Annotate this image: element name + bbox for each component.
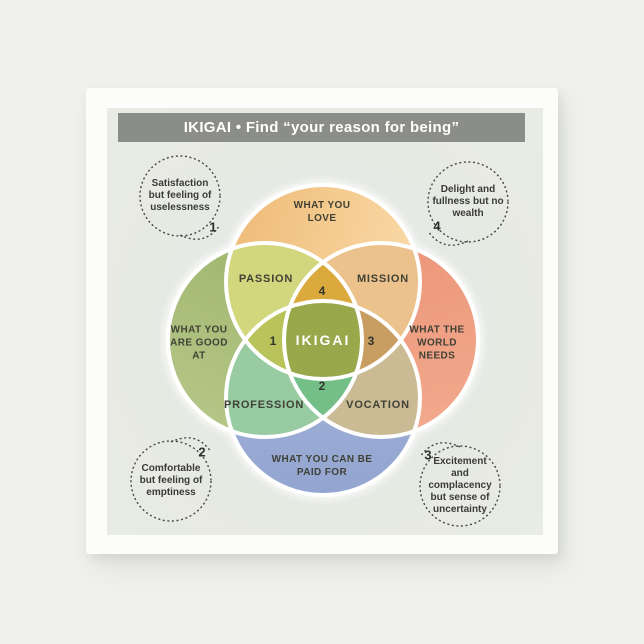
label-line: WORLD	[417, 337, 457, 349]
label-line: AT	[192, 350, 206, 362]
label-line: NEEDS	[418, 350, 456, 362]
label-profession: PROFESSION	[223, 399, 305, 411]
label-what-you-are-good-at: WHAT YOU ARE GOOD AT	[170, 324, 228, 363]
callout-text-line: Excitement	[433, 456, 487, 467]
callout-text-line: uncertainty	[433, 504, 487, 515]
callout-text-line: but feeling of	[148, 190, 212, 201]
region-lens-3	[284, 301, 420, 379]
callout-tail	[170, 437, 212, 453]
label-mission: MISSION	[356, 273, 410, 285]
callout-number: 4	[433, 218, 441, 234]
lens-number-3: 3	[367, 334, 375, 348]
label-line: PAID FOR	[296, 467, 348, 478]
callout-bubble-4: Delight and fullness but no wealth 4	[413, 147, 523, 257]
label-line: LOVE	[307, 213, 337, 224]
label-what-you-can-be-paid-for: WHAT YOU CAN BE PAID FOR	[272, 453, 373, 479]
label-what-the-world-needs: WHAT THE WORLD NEEDS	[409, 324, 464, 363]
callout-bubble-3: Excitement and complacency but sense of …	[405, 431, 515, 541]
callout-outline	[427, 161, 509, 246]
callout-text-line: Delight and	[440, 184, 496, 195]
label-line: WHAT YOU CAN BE	[271, 454, 373, 465]
label-line: ARE GOOD	[170, 337, 228, 349]
napkin: IKIGAI • Find “your reason for being”	[86, 88, 558, 554]
label-line: WHAT THE	[409, 324, 465, 336]
callout-text-line: complacency	[428, 480, 492, 491]
callout-bubble-2: Comfortable but feeling of emptiness 2	[116, 426, 226, 536]
callout-outline	[139, 155, 221, 240]
callout-text: Satisfaction but feeling of uselessness	[125, 141, 235, 251]
lens-number-4: 4	[318, 284, 326, 298]
label-line: WHAT YOU	[293, 200, 351, 211]
lens-number-1: 1	[269, 334, 277, 348]
callout-tail	[427, 230, 469, 246]
callout-number: 3	[424, 447, 432, 463]
callout-bubble-1: Satisfaction but feeling of uselessness …	[125, 141, 235, 251]
label-passion: PASSION	[238, 273, 294, 285]
callout-text-line: uselessness	[150, 202, 210, 213]
callout-text-line: Comfortable	[141, 463, 201, 474]
region-lens-2	[284, 301, 362, 437]
callout-text: Delight and fullness but no wealth	[413, 147, 523, 257]
callout-number: 2	[198, 444, 206, 460]
lens-number-2: 2	[318, 379, 326, 393]
callout-tail	[419, 442, 461, 458]
label-line: WHAT YOU	[170, 324, 228, 336]
napkin-print-area: IKIGAI • Find “your reason for being”	[107, 108, 543, 535]
callout-outline	[419, 442, 501, 527]
callout-text-line: fullness but no	[432, 196, 504, 207]
label-what-you-love: WHAT YOU LOVE	[294, 199, 351, 225]
callout-text: Excitement and complacency but sense of …	[405, 431, 515, 541]
region-lens-4	[284, 243, 362, 379]
ikigai-venn-diagram	[164, 181, 482, 499]
callout-text-line: emptiness	[146, 487, 196, 498]
region-lens-1	[226, 301, 362, 379]
title-bar: IKIGAI • Find “your reason for being”	[118, 113, 525, 142]
callout-text-line: but feeling of	[139, 475, 203, 486]
label-ikigai-center: IKIGAI	[295, 332, 351, 348]
callout-tail	[179, 224, 221, 240]
callout-text: Comfortable but feeling of emptiness	[116, 426, 226, 536]
circle-outlines	[166, 183, 480, 497]
callout-outline	[130, 437, 212, 522]
callout-text-line: Satisfaction	[151, 178, 209, 189]
callout-number: 1	[209, 219, 217, 235]
callout-text-line: wealth	[452, 208, 484, 219]
callout-text-line: but sense of	[430, 492, 490, 503]
label-vocation: VOCATION	[346, 399, 410, 411]
page-title: IKIGAI • Find “your reason for being”	[183, 119, 460, 136]
callout-text-line: and	[451, 468, 469, 479]
